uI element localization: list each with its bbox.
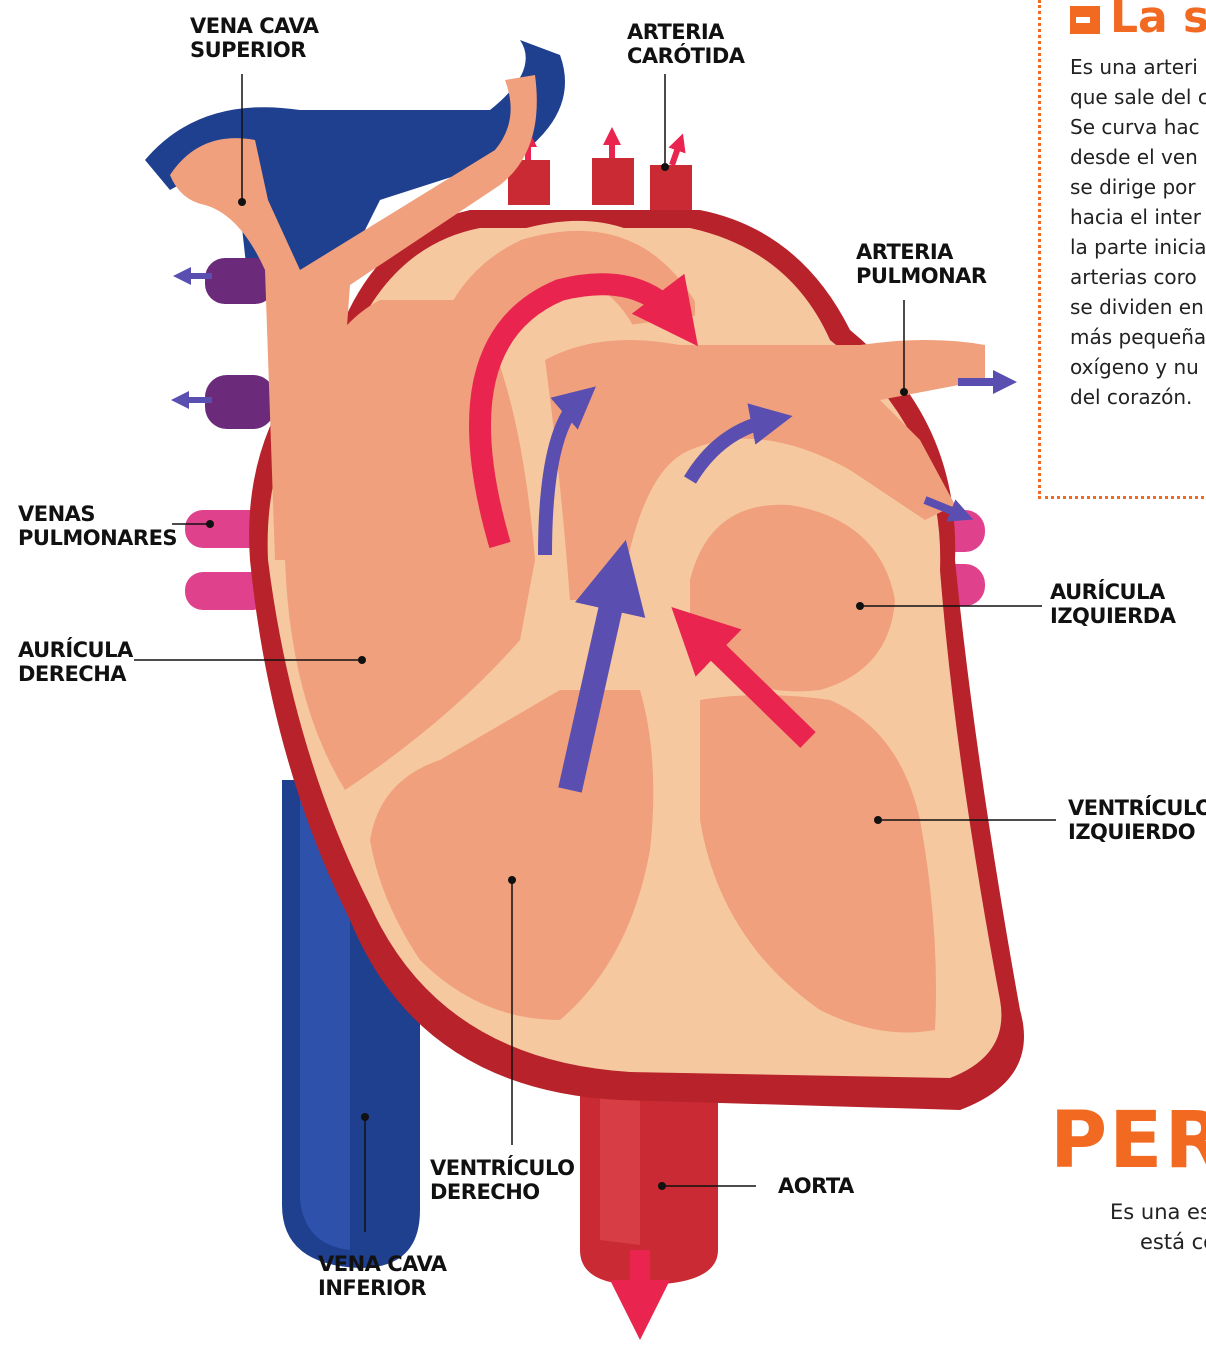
label-ventriculo-derecho: VENTRÍCULO DERECHO bbox=[430, 1156, 574, 1204]
left-vein-stub-2 bbox=[205, 375, 275, 429]
label-arteria-carotida-line1: ARTERIA bbox=[627, 20, 745, 44]
label-arteria-pulmonar-line1: ARTERIA bbox=[856, 240, 987, 264]
label-auricula-izquierda-line2: IZQUIERDA bbox=[1050, 604, 1175, 628]
aorta-info-line: Es una arteri bbox=[1070, 52, 1206, 82]
aorta-info-line: más pequeña bbox=[1070, 322, 1206, 352]
dot-ventriculo-izquierdo bbox=[874, 816, 882, 824]
dot-vena-cava-inferior bbox=[361, 1113, 369, 1121]
dot-aorta bbox=[658, 1182, 666, 1190]
aorta-info-line: Se curva hac bbox=[1070, 112, 1206, 142]
label-arteria-pulmonar-line2: PULMONAR bbox=[856, 264, 987, 288]
label-auricula-derecha-line1: AURÍCULA bbox=[18, 638, 133, 662]
pericardio-heading: PERI bbox=[1050, 1096, 1206, 1186]
label-arteria-pulmonar: ARTERIA PULMONAR bbox=[856, 240, 987, 288]
label-ventriculo-derecho-line1: VENTRÍCULO bbox=[430, 1156, 574, 1180]
carotid-arrow-3 bbox=[672, 142, 680, 165]
label-vena-cava-inferior-line2: INFERIOR bbox=[318, 1276, 447, 1300]
label-auricula-izquierda-line1: AURÍCULA bbox=[1050, 580, 1175, 604]
label-venas-pulmonares-line2: PULMONARES bbox=[18, 526, 177, 550]
label-ventriculo-izquierdo: VENTRÍCULO IZQUIERDO bbox=[1068, 796, 1206, 844]
label-ventriculo-izquierdo-line2: IZQUIERDO bbox=[1068, 820, 1206, 844]
label-aorta-line1: AORTA bbox=[778, 1174, 854, 1198]
pericardio-body: Es una es está co bbox=[1110, 1197, 1206, 1257]
label-auricula-derecha: AURÍCULA DERECHA bbox=[18, 638, 133, 686]
dot-ventriculo-derecho bbox=[508, 876, 516, 884]
dot-arteria-pulmonar bbox=[900, 388, 908, 396]
aorta-info-title: La s bbox=[1070, 0, 1206, 43]
carotid-stub-2 bbox=[592, 158, 634, 205]
arrow-right-icon bbox=[1070, 6, 1100, 34]
pericardio-line: Es una es bbox=[1110, 1197, 1206, 1227]
aorta-info-line: del corazón. bbox=[1070, 382, 1206, 412]
dot-auricula-derecha bbox=[358, 656, 366, 664]
dot-venas-pulmonares bbox=[206, 520, 214, 528]
label-auricula-izquierda: AURÍCULA IZQUIERDA bbox=[1050, 580, 1175, 628]
label-aorta: AORTA bbox=[778, 1174, 854, 1198]
label-vena-cava-superior: VENA CAVA SUPERIOR bbox=[190, 14, 319, 62]
aorta-info-line: oxígeno y nu bbox=[1070, 352, 1206, 382]
label-venas-pulmonares: VENAS PULMONARES bbox=[18, 502, 177, 550]
aorta-info-line: desde el ven bbox=[1070, 142, 1206, 172]
aorta-info-line: se dividen en bbox=[1070, 292, 1206, 322]
label-ventriculo-izquierdo-line1: VENTRÍCULO bbox=[1068, 796, 1206, 820]
label-vena-cava-superior-line2: SUPERIOR bbox=[190, 38, 319, 62]
label-vena-cava-inferior: VENA CAVA INFERIOR bbox=[318, 1252, 447, 1300]
label-arteria-carotida: ARTERIA CARÓTIDA bbox=[627, 20, 745, 68]
aorta-info-line: hacia el inter bbox=[1070, 202, 1206, 232]
pericardio-line: está co bbox=[1110, 1227, 1206, 1257]
dot-arteria-carotida bbox=[661, 163, 669, 171]
dot-auricula-izquierda bbox=[856, 602, 864, 610]
dot-vena-cava-superior bbox=[238, 198, 246, 206]
label-venas-pulmonares-line1: VENAS bbox=[18, 502, 177, 526]
label-arteria-carotida-line2: CARÓTIDA bbox=[627, 44, 745, 68]
aorta-info-title-text: La s bbox=[1110, 0, 1206, 43]
aorta-info-line: arterias coro bbox=[1070, 262, 1206, 292]
label-vena-cava-inferior-line1: VENA CAVA bbox=[318, 1252, 447, 1276]
aorta-highlight bbox=[600, 1090, 640, 1245]
label-auricula-derecha-line2: DERECHA bbox=[18, 662, 133, 686]
carotid-stub-3 bbox=[650, 165, 692, 215]
aorta-info-line: la parte inicia bbox=[1070, 232, 1206, 262]
label-vena-cava-superior-line1: VENA CAVA bbox=[190, 14, 319, 38]
label-ventriculo-derecho-line2: DERECHO bbox=[430, 1180, 574, 1204]
aorta-info-line: se dirige por bbox=[1070, 172, 1206, 202]
aorta-info-body: Es una arteri que sale del c Se curva ha… bbox=[1070, 52, 1206, 412]
aorta-info-line: que sale del c bbox=[1070, 82, 1206, 112]
